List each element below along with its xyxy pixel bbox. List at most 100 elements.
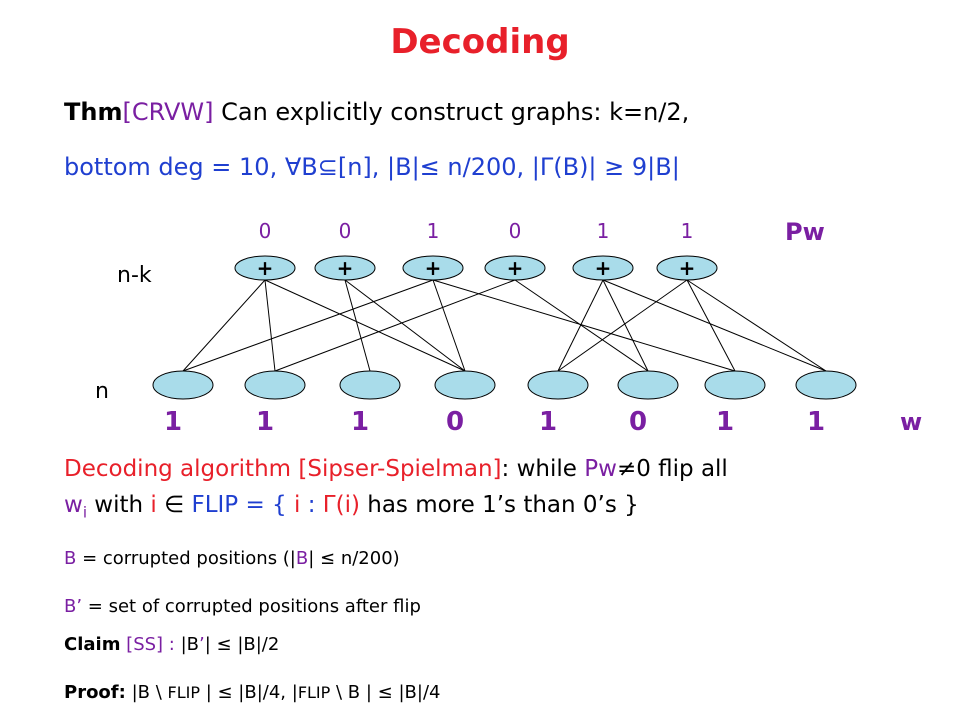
graph-edge [432, 279, 466, 372]
graph-edge [432, 279, 736, 372]
graph-edge [182, 279, 266, 372]
flip-word-2: FLIP [297, 683, 331, 702]
parity-node [484, 255, 546, 281]
gamma-i: Γ(i) [322, 492, 360, 518]
flip-def: FLIP = { [191, 492, 295, 518]
proof-text-2: | ≤ |B|/4, | [199, 682, 298, 703]
theorem-line-1: Thm[CRVW] Can explicitly construct graph… [64, 98, 689, 126]
b-definition: B = corrupted positions (|B| ≤ n/200) [64, 548, 400, 569]
graph-edge [686, 279, 736, 372]
in-symbol: ∈ [156, 492, 192, 518]
plus-label: + [679, 256, 696, 280]
parity-node [656, 255, 718, 281]
b-symbol-2: B [295, 548, 309, 569]
line2-f: 9|B| [624, 153, 680, 181]
graph-edge [344, 279, 371, 372]
top-bit-label: 0 [259, 219, 272, 243]
w-symbol: w [64, 492, 83, 518]
variable-node [617, 370, 679, 400]
graph-edge [182, 279, 434, 372]
algorithm-pw: Pw [584, 456, 617, 482]
plus-label: + [507, 256, 524, 280]
claim-cite: [SS] : [120, 634, 175, 655]
claim-text: |B [174, 634, 199, 655]
variable-node [152, 370, 214, 400]
subseteq-symbol: ⊆ [317, 153, 338, 181]
b-def-tail: | ≤ n/200) [308, 548, 400, 569]
plus-label: + [595, 256, 612, 280]
line2-c: [n], |B| [337, 153, 420, 181]
bprime-def-text: = set of corrupted positions after flip [82, 596, 421, 617]
b-symbol: B [64, 548, 77, 569]
proof-label: Proof: [64, 682, 126, 703]
pw-label: Pw [785, 218, 825, 246]
algorithm-tail: has more 1’s than 0’s } [359, 492, 639, 518]
claim-line: Claim [SS] : |B’| ≤ |B|/2 [64, 634, 279, 655]
flip-word: FLIP [167, 683, 200, 702]
gamma-symbol: Γ [539, 153, 554, 181]
top-bit-label: 0 [509, 219, 522, 243]
graph-edge [557, 279, 688, 372]
variable-node [527, 370, 589, 400]
variable-node [244, 370, 306, 400]
page-title: Decoding [390, 22, 570, 62]
proof-text: |B \ [125, 682, 168, 703]
neq-symbol: ≠ [616, 456, 637, 482]
algorithm-cite: [Sipser-Spielman] [291, 456, 502, 482]
bottom-bit-label: 0 [629, 407, 647, 437]
algorithm-colon: : [501, 456, 510, 482]
claim-label: Claim [64, 634, 121, 655]
graph-edge [602, 279, 649, 372]
geq-symbol: ≥ [604, 153, 625, 181]
forall-symbol: ∀ [284, 153, 302, 181]
line2-d: n/200, | [439, 153, 540, 181]
bottom-bit-label: 1 [716, 407, 734, 437]
algorithm-name: Decoding algorithm [64, 456, 292, 482]
variable-node [339, 370, 401, 400]
top-bit-label: 1 [427, 219, 440, 243]
bottom-bit-label: 1 [164, 407, 182, 437]
graph-edge [686, 279, 827, 372]
leq-symbol: ≤ [419, 153, 440, 181]
line2-a: bottom deg = 10, [64, 153, 285, 181]
claim-tail: | ≤ |B|/2 [204, 634, 280, 655]
parity-node [572, 255, 634, 281]
plus-label: + [425, 256, 442, 280]
graph-edge [264, 279, 276, 372]
proof-line: Proof: |B \ FLIP | ≤ |B|/4, |FLIP \ B | … [64, 682, 440, 703]
top-bit-label: 0 [339, 219, 352, 243]
bottom-bit-label: 1 [256, 407, 274, 437]
algorithm-line-1: Decoding algorithm [Sipser-Spielman]: wh… [64, 456, 728, 482]
plus-label: + [337, 256, 354, 280]
graph-edge [514, 279, 649, 372]
i-symbol: i [150, 492, 157, 518]
thm-text: Can explicitly construct graphs: k=n/2, [213, 98, 690, 126]
i-symbol-2: i [294, 492, 301, 518]
n-k-label: n-k [117, 263, 152, 288]
line2-b: B [301, 153, 318, 181]
parity-node [402, 255, 464, 281]
top-bit-label: 1 [597, 219, 610, 243]
algorithm-line-2: wi with i ∈ FLIP = { i : Γ(i) has more 1… [64, 492, 639, 522]
parity-node [234, 255, 296, 281]
variable-node [434, 370, 496, 400]
top-bit-label: 1 [681, 219, 694, 243]
bottom-bit-label: 1 [351, 407, 369, 437]
thm-cite: [CRVW] [122, 98, 214, 126]
bottom-bit-label: 0 [446, 407, 464, 437]
graph-edge [274, 279, 516, 372]
graph-edge [602, 279, 827, 372]
algorithm-with: with [86, 492, 151, 518]
graph-edge [557, 279, 604, 372]
algorithm-cond: 0 flip all [636, 456, 728, 482]
bottom-bit-label: 1 [807, 407, 825, 437]
bprime-symbol: B’ [64, 596, 83, 617]
w-subscript: i [82, 503, 87, 522]
plus-label: + [257, 256, 274, 280]
b-def-text: = corrupted positions (| [76, 548, 296, 569]
w-label: w [900, 408, 922, 436]
variable-node [704, 370, 766, 400]
theorem-line-2: bottom deg = 10, ∀B⊆[n], |B|≤ n/200, |Γ(… [64, 153, 680, 181]
algorithm-while: while [509, 456, 585, 482]
